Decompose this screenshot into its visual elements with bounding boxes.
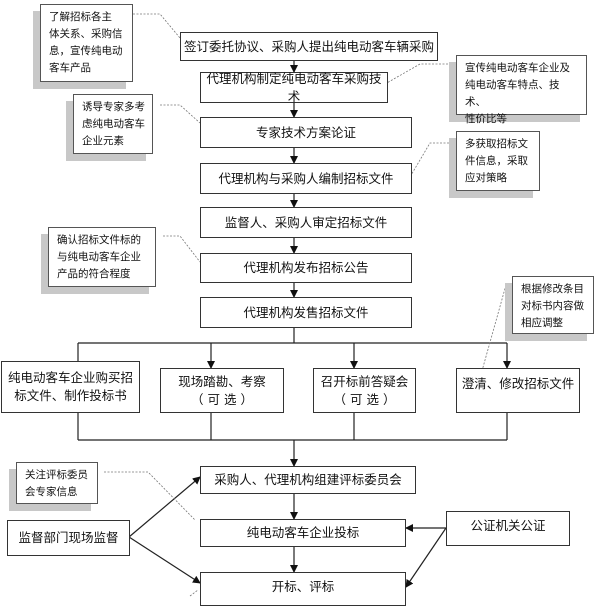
step-approve-tender: 监督人、采购人审定招标文件 bbox=[200, 207, 412, 238]
note-line: 诱导专家多考 bbox=[82, 101, 145, 113]
step-compile-tender: 代理机构与采购人编制招标文件 bbox=[200, 163, 412, 194]
supervision-box: 监督部门现场监督 bbox=[7, 520, 130, 556]
note-guide-experts: 诱导专家多考 虑纯电动客车 企业元素 bbox=[73, 94, 153, 154]
step-sell-tender: 代理机构发售招标文件 bbox=[200, 297, 412, 328]
branch-line: 纯电动客车企业购买招 bbox=[7, 370, 133, 385]
step-submit-bid: 纯电动客车企业投标 bbox=[200, 519, 406, 547]
note-5-leader bbox=[163, 235, 201, 263]
note-2-leader bbox=[384, 63, 455, 85]
branch-buy-tender: 纯电动客车企业购买招 标文件、制作投标书 bbox=[1, 361, 140, 413]
branch-line: （ 可 选 ） bbox=[191, 391, 253, 407]
step-label: 专家技术方案论证 bbox=[255, 124, 356, 140]
note-7-leader bbox=[104, 471, 196, 521]
step-sign-agreement: 签订委托协议、采购人提出纯电动客车辆采购 bbox=[180, 32, 438, 61]
step-draft-technical: 代理机构制定纯电动客车采购技术 bbox=[200, 70, 388, 104]
step-label: 采购人、代理机构组建评标委员会 bbox=[214, 472, 402, 487]
branch-site-visit: 现场踏勘、考察 （ 可 选 ） bbox=[160, 368, 284, 413]
notary-label: 公证机关公证 bbox=[470, 518, 546, 533]
note-line: 客车产品 bbox=[49, 62, 91, 74]
note-line: 体关系、采购信 bbox=[49, 28, 123, 40]
step-publish-notice: 代理机构发布招标公告 bbox=[200, 253, 412, 283]
step-label: 代理机构制定纯电动客车采购技术 bbox=[206, 70, 382, 104]
supervision-label: 监督部门现场监督 bbox=[18, 530, 119, 545]
note-line: 宣传纯电动客车企业及 bbox=[465, 62, 570, 74]
branch-qa-meeting: 召开标前答疑会 （ 可 选 ） bbox=[313, 368, 416, 413]
note-obtain-info: 多获取招标文 件信息，采取 应对策略 bbox=[456, 131, 540, 191]
arrow-supervise-8 bbox=[128, 476, 201, 538]
note-promote-features: 宣传纯电动客车企业及 纯电动客车特点、技术、 性价比等 bbox=[456, 55, 587, 125]
note-committee-info: 关注评标委员 会专家信息 bbox=[16, 462, 98, 504]
arrow-supervise-10 bbox=[128, 536, 201, 584]
note-line: 产品的符合程度 bbox=[57, 268, 131, 280]
step-label: 签订委托协议、采购人提出纯电动客车辆采购 bbox=[183, 38, 434, 54]
note-4-leader bbox=[406, 142, 456, 183]
note-line: 与纯电动客车企业 bbox=[57, 251, 141, 263]
note-line: 根据修改条目 bbox=[521, 283, 584, 295]
note-line: 会专家信息 bbox=[25, 486, 78, 498]
arrow-notary-10 bbox=[405, 527, 447, 588]
note-line: 件信息，采取 bbox=[465, 155, 528, 167]
branch-line: 召开标前答疑会 bbox=[320, 373, 409, 389]
note-line: 相应调整 bbox=[521, 317, 563, 329]
branch-line: 现场踏勘、考察 bbox=[178, 373, 266, 389]
notary-box: 公证机关公证 bbox=[446, 511, 570, 546]
step-label: 代理机构发布招标公告 bbox=[243, 260, 369, 275]
note-line: 确认招标文件标的 bbox=[57, 234, 141, 246]
note-line: 了解招标各主 bbox=[49, 11, 112, 23]
step-label: 开标、评标 bbox=[271, 579, 335, 594]
step-label: 纯电动客车企业投标 bbox=[246, 525, 360, 540]
note-understand-parties: 了解招标各主 体关系、采购信 息，宣传纯电动 客车产品 bbox=[40, 4, 133, 82]
note-3-leader bbox=[160, 104, 201, 124]
note-line: 对标书内容做 bbox=[521, 300, 584, 312]
note-line: 性价比等 bbox=[465, 113, 507, 125]
note-line: 息，宣传纯电动 bbox=[49, 45, 123, 57]
note-1-leader bbox=[133, 13, 181, 39]
step-label: 监督人、采购人审定招标文件 bbox=[224, 214, 388, 230]
note-8-leader bbox=[189, 589, 199, 597]
branch-line: 标文件、制作投标书 bbox=[14, 388, 127, 403]
branch-line: （ 可 选 ） bbox=[333, 391, 396, 407]
note-confirm-match: 确认招标文件标的 与纯电动客车企业 产品的符合程度 bbox=[48, 227, 156, 287]
note-line: 纯电动客车特点、技术、 bbox=[465, 79, 560, 108]
note-6-leader bbox=[479, 284, 507, 379]
note-line: 应对策略 bbox=[465, 172, 507, 184]
step-label: 代理机构与采购人编制招标文件 bbox=[218, 170, 394, 186]
note-line: 多获取招标文 bbox=[465, 138, 528, 150]
branch-clarify-tender: 澄清、修改招标文件 bbox=[456, 368, 580, 413]
step-label: 代理机构发售招标文件 bbox=[243, 304, 369, 320]
step-expert-review: 专家技术方案论证 bbox=[200, 117, 412, 148]
note-line: 关注评标委员 bbox=[25, 469, 88, 481]
step-open-evaluate: 开标、评标 bbox=[200, 572, 406, 606]
note-line: 企业元素 bbox=[82, 135, 124, 147]
step-form-committee: 采购人、代理机构组建评标委员会 bbox=[200, 466, 416, 494]
note-line: 虑纯电动客车 bbox=[82, 118, 145, 130]
note-adjust-bid: 根据修改条目 对标书内容做 相应调整 bbox=[512, 276, 594, 334]
branch-line: 澄清、修改招标文件 bbox=[461, 376, 575, 391]
